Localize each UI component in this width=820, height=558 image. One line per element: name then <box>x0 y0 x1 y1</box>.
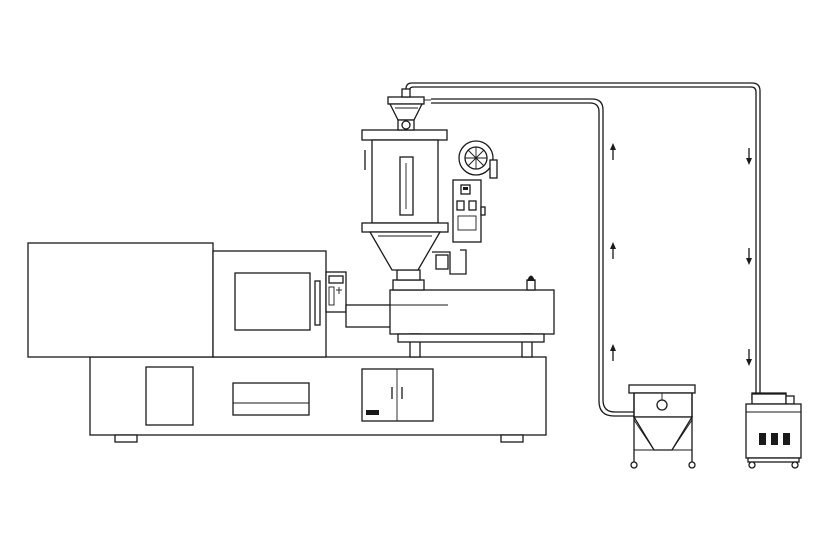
base-drawer <box>232 382 310 416</box>
bin-lid <box>628 384 696 394</box>
dryer-sight-glass <box>399 156 414 216</box>
base-door-label-plate <box>366 410 379 415</box>
bin-frame-brace <box>633 419 655 451</box>
hot-air-inlet <box>435 254 449 270</box>
conveying-pipes <box>405 82 761 417</box>
flow-arrow-down-icon <box>746 349 752 366</box>
loader-hopper <box>388 103 424 121</box>
bin-frame-brace <box>671 419 693 451</box>
material-line-outer-edge <box>431 98 640 413</box>
feed-throat <box>396 269 421 281</box>
injection-rail <box>397 333 545 343</box>
vacuum-unit-base <box>747 457 800 463</box>
machine-foot-left <box>114 434 138 443</box>
bin-caster-left <box>630 461 638 469</box>
vacuum-unit-vent <box>759 433 766 445</box>
hopper-dryer <box>361 129 467 275</box>
nozzle-housing <box>345 304 392 328</box>
vacuum-line-inner-edge <box>409 86 757 400</box>
guard-window <box>234 272 311 331</box>
control-panel-keypad <box>328 286 335 306</box>
control-box-timer-display <box>468 200 477 211</box>
loader-valve <box>401 120 411 130</box>
bin-inlet-port <box>656 399 668 411</box>
machine-foot-right <box>500 434 524 443</box>
material-storage-bin <box>628 384 696 469</box>
flow-arrow-up-icon <box>610 242 616 259</box>
control-box-label <box>457 215 477 231</box>
vacuum-unit-vent <box>783 433 790 445</box>
control-panel-screen <box>328 275 344 284</box>
injection-molding-machine <box>27 242 555 443</box>
dryer-lid <box>361 129 448 141</box>
vacuum-unit-caster-right <box>791 461 799 469</box>
hopper-loader <box>387 88 431 131</box>
vacuum-line-outer-edge <box>405 82 761 400</box>
loader-lid <box>387 96 425 105</box>
material-line-inner-edge <box>431 102 640 417</box>
guard-handle <box>314 280 321 326</box>
clamp-unit-housing <box>27 242 214 358</box>
alarm-beacon-base <box>526 279 536 291</box>
feed-throat-flange <box>392 279 425 291</box>
vacuum-loader-unit <box>745 392 802 469</box>
base-access-panel <box>145 366 194 426</box>
hot-air-pipe <box>432 249 467 275</box>
injection-barrel-housing <box>389 289 555 335</box>
bin-caster-right <box>688 461 696 469</box>
flow-arrow-down-icon <box>746 248 752 265</box>
vacuum-unit-motor-cap <box>785 395 795 405</box>
vacuum-unit-caster-left <box>748 461 756 469</box>
dryer-blower-control-box <box>452 140 498 243</box>
dryer-flange <box>361 222 449 233</box>
flow-arrow-up-icon <box>610 344 616 361</box>
vacuum-unit-vent <box>771 433 778 445</box>
vacuum-unit-cabinet <box>745 403 802 459</box>
alarm-beacon-light <box>527 275 535 281</box>
dryer-cone <box>368 231 442 271</box>
control-box-latch <box>480 206 486 216</box>
blower-outlet <box>489 159 498 179</box>
flow-arrow-down-icon <box>746 148 752 165</box>
control-box-temp-display <box>456 200 465 211</box>
vacuum-unit-head <box>751 393 787 405</box>
flow-arrow-up-icon <box>610 143 616 160</box>
loader-vacuum-port <box>401 88 411 98</box>
control-box-switch-indicator <box>463 187 468 190</box>
